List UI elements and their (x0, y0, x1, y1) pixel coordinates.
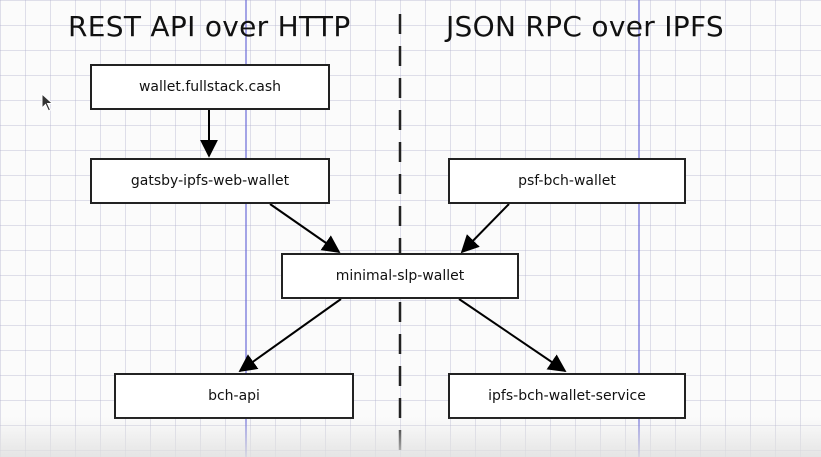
node-label: bch-api (208, 388, 260, 404)
node-minimal-slp-wallet[interactable]: minimal-slp-wallet (281, 253, 519, 299)
node-label: minimal-slp-wallet (335, 268, 465, 284)
node-label: psf-bch-wallet (518, 173, 616, 189)
arrow-psf-to-minimal (460, 203, 510, 254)
node-label: gatsby-ipfs-web-wallet (130, 173, 290, 189)
arrow-gatsby-to-minimal (269, 203, 341, 254)
node-gatsby-ipfs-web-wallet[interactable]: gatsby-ipfs-web-wallet (90, 158, 330, 204)
node-wallet-fullstack[interactable]: wallet.fullstack.cash (90, 64, 330, 110)
heading-json-rpc: JSON RPC over IPFS (446, 10, 724, 43)
node-label: wallet.fullstack.cash (138, 79, 281, 95)
mouse-pointer-icon (41, 93, 54, 112)
node-bch-api[interactable]: bch-api (114, 373, 354, 419)
arrow-minimal-to-ipfs (458, 298, 567, 373)
node-ipfs-bch-wallet-service[interactable]: ipfs-bch-wallet-service (448, 373, 686, 419)
heading-rest-api: REST API over HTTP (68, 10, 351, 43)
node-label: ipfs-bch-wallet-service (488, 388, 646, 404)
node-psf-bch-wallet[interactable]: psf-bch-wallet (448, 158, 686, 204)
arrow-minimal-to-bchapi (238, 298, 342, 373)
